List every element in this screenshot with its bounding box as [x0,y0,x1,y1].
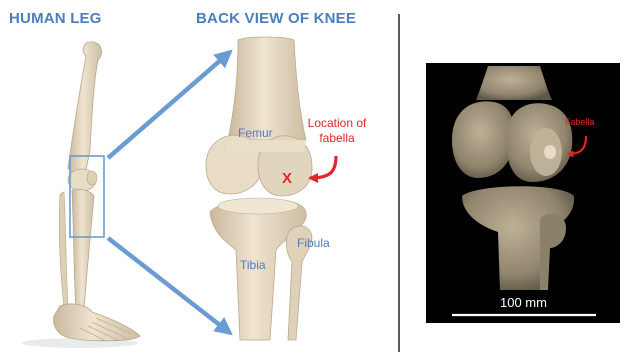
fabella-pointer-arrow [310,156,336,178]
fabella-location-line1: Location of [298,116,376,131]
back-view-title: BACK VIEW OF KNEE [196,10,356,27]
fibula-label: Fibula [297,236,330,250]
knee-illustration [206,37,312,340]
fabella-location-label: Location of fabella [298,116,376,146]
leg-illustration [22,42,140,348]
xray-fabella-label: Fabella [565,117,595,127]
fabella-bone [544,145,556,159]
scale-bar-label: 100 mm [500,295,547,310]
fabella-marker: X [282,170,292,187]
human-leg-title: HUMAN LEG [9,10,102,27]
tibia-label: Tibia [240,258,266,272]
fabella-location-line2: fabella [298,131,376,146]
zoom-arrow-bottom [108,238,230,333]
zoom-arrow-top [108,52,230,158]
femur-label: Femur [238,126,273,140]
